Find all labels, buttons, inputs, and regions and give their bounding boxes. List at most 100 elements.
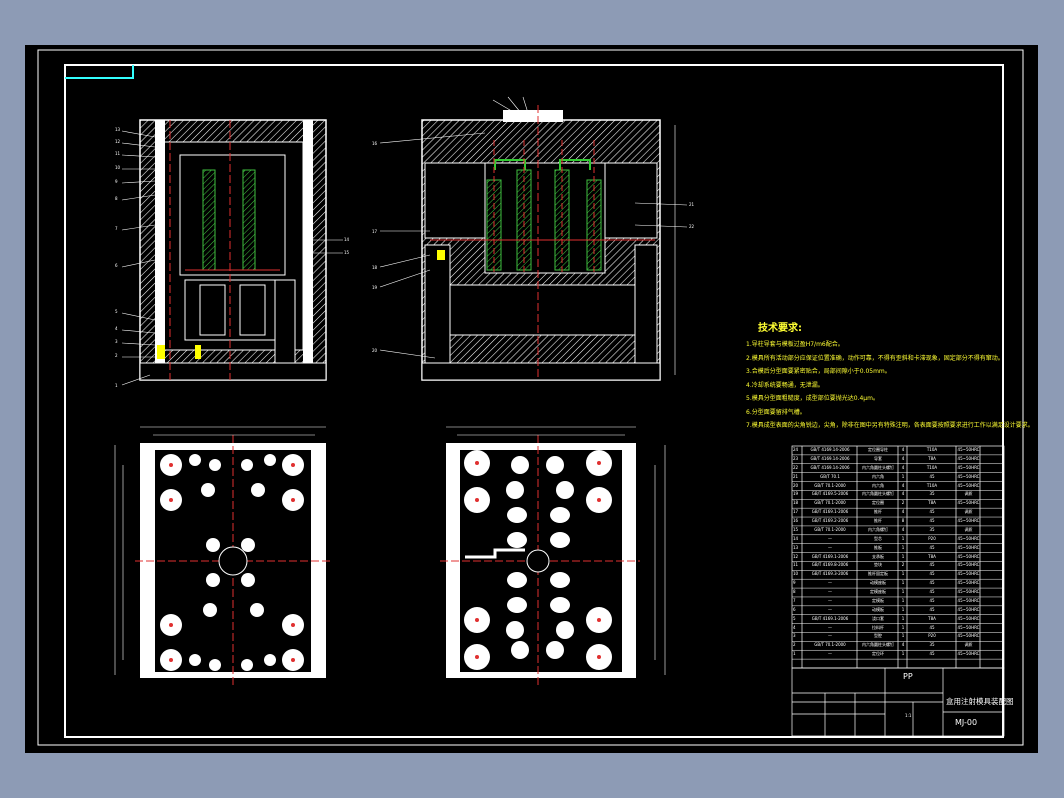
bom-cell: 4 <box>901 455 905 461</box>
bom-cell: 推板 <box>874 544 882 550</box>
bom-cell: 45 <box>929 589 935 595</box>
bom-cell: T10A <box>926 464 938 470</box>
svg-text:7: 7 <box>115 226 118 231</box>
bom-cell: 1 <box>901 633 905 639</box>
bom-cell: 45 <box>929 518 935 524</box>
bom-cell: 45~50HRC <box>957 606 980 612</box>
bom-row-number: 4 <box>793 624 796 630</box>
bom-cell: 定位圈导柱 <box>868 447 888 452</box>
bom-cell: 45~50HRC <box>957 571 980 577</box>
drawing-number: MJ-00 <box>955 718 978 727</box>
svg-text:16: 16 <box>372 141 378 146</box>
bom-cell: — <box>828 589 832 595</box>
bom-cell: 动模座板 <box>870 580 886 586</box>
bom-row-number: 11 <box>793 562 799 568</box>
bom-cell: P20 <box>928 535 936 541</box>
right-section-view <box>379 96 688 381</box>
bom-cell: — <box>828 606 832 612</box>
bom-row-number: 23 <box>793 455 799 461</box>
svg-text:19: 19 <box>372 285 378 290</box>
bom-cell: 1 <box>901 651 905 657</box>
bom-cell: 内六角圆柱头螺钉 <box>862 491 894 497</box>
bom-cell: 调质 <box>964 642 973 648</box>
scale-label: 1:1 <box>905 713 912 718</box>
bom-cell: 支承板 <box>872 553 884 559</box>
bom-cell: GB/T 4169.3-2006 <box>811 571 849 577</box>
bom-cell: 45 <box>929 544 935 550</box>
bom-cell: 动模板 <box>872 606 884 612</box>
bom-cell: 调质 <box>964 526 973 532</box>
bom-cell: 1 <box>901 473 905 479</box>
svg-text:4: 4 <box>115 326 118 331</box>
bom-cell: 4 <box>901 482 905 488</box>
bom-cell: 45 <box>929 509 935 515</box>
bom-cell: 45~50HRC <box>957 597 980 603</box>
bom-cell: 4 <box>901 509 905 515</box>
bom-cell: GB/T 4169.14-2006 <box>810 447 850 452</box>
svg-text:1: 1 <box>115 383 118 388</box>
svg-text:15: 15 <box>344 250 350 255</box>
svg-text:8: 8 <box>115 196 118 201</box>
bom-cell: 型芯 <box>874 535 882 541</box>
bom-cell: T8A <box>928 553 936 559</box>
bom-cell: GB/T 70.1-2000 <box>814 500 846 506</box>
svg-text:12: 12 <box>115 139 121 144</box>
svg-text:11: 11 <box>115 151 121 156</box>
bom-cell: 定位环 <box>872 651 884 657</box>
bom-cell: T8A <box>928 455 936 461</box>
bom-cell: 内六角螺钉 <box>868 526 888 532</box>
bom-cell: 45~50HRC <box>957 473 980 479</box>
bom-row-number: 1 <box>793 651 796 657</box>
outer-border <box>37 49 1024 746</box>
bom-cell: 4 <box>901 491 905 497</box>
bom-cell: 内六角圆柱头螺钉 <box>862 642 894 648</box>
bom-row-number: 12 <box>793 553 799 559</box>
svg-text:22: 22 <box>689 224 695 229</box>
bom-cell: 2 <box>901 500 905 506</box>
bom-cell: 8 <box>901 518 905 524</box>
bom-cell: 45~50HRC <box>957 535 980 541</box>
bom-cell: T8A <box>928 615 936 621</box>
bom-cell: 45 <box>929 624 935 630</box>
bom-row-number: 9 <box>793 580 796 586</box>
bom-row-number: 19 <box>793 491 799 497</box>
bom-cell: 45~50HRC <box>957 447 980 452</box>
bom-cell: 45~50HRC <box>957 553 980 559</box>
bom-cell: T10A <box>926 482 938 488</box>
bom-cell: 35 <box>929 526 935 532</box>
bom-cell: GB/T 4169.14-2006 <box>810 455 850 461</box>
bom-cell: 定位圈 <box>872 500 884 506</box>
bom-cell: 4 <box>901 642 905 648</box>
inner-border <box>64 64 1004 738</box>
bom-cell: GB/T 4169.5-2006 <box>811 491 849 497</box>
bom-cell: 浇口套 <box>872 615 884 621</box>
requirement-line: 4.冷却系统要畅通，无泄漏。 <box>746 381 824 389</box>
bom-cell: 定模板 <box>872 597 884 603</box>
bom-cell: GB/T 70.1 <box>820 473 840 479</box>
bom-cell: 45 <box>929 651 935 657</box>
bom-cell: 1 <box>901 606 905 612</box>
bom-row-number: 2 <box>793 642 796 648</box>
bom-cell: 45~50HRC <box>957 615 980 621</box>
bom-row-number: 14 <box>793 535 799 541</box>
svg-text:14: 14 <box>344 237 350 242</box>
bom-cell: 型腔 <box>874 633 882 639</box>
bom-cell: 1 <box>901 553 905 559</box>
bom-row-number: 22 <box>793 464 799 470</box>
bom-row-number: 8 <box>793 589 796 595</box>
bom-cell: 4 <box>901 447 905 452</box>
bom-cell: GB/T 70.1-2000 <box>814 642 846 648</box>
requirement-line: 1.导柱导套与模板过盈H7/m6配合。 <box>746 341 844 348</box>
bom-cell: GB/T 4169.2-2006 <box>811 518 849 524</box>
svg-text:20: 20 <box>372 348 378 353</box>
svg-text:3: 3 <box>115 339 118 344</box>
svg-text:10: 10 <box>115 165 121 170</box>
bom-cell: — <box>828 624 832 630</box>
bom-cell: GB/T 70.1-2000 <box>814 526 846 532</box>
bom-row-number: 3 <box>793 633 796 639</box>
bom-cell: 1 <box>901 589 905 595</box>
bom-cell: 45 <box>929 571 935 577</box>
bom-cell: GB/T 4169.1-2006 <box>811 553 849 559</box>
